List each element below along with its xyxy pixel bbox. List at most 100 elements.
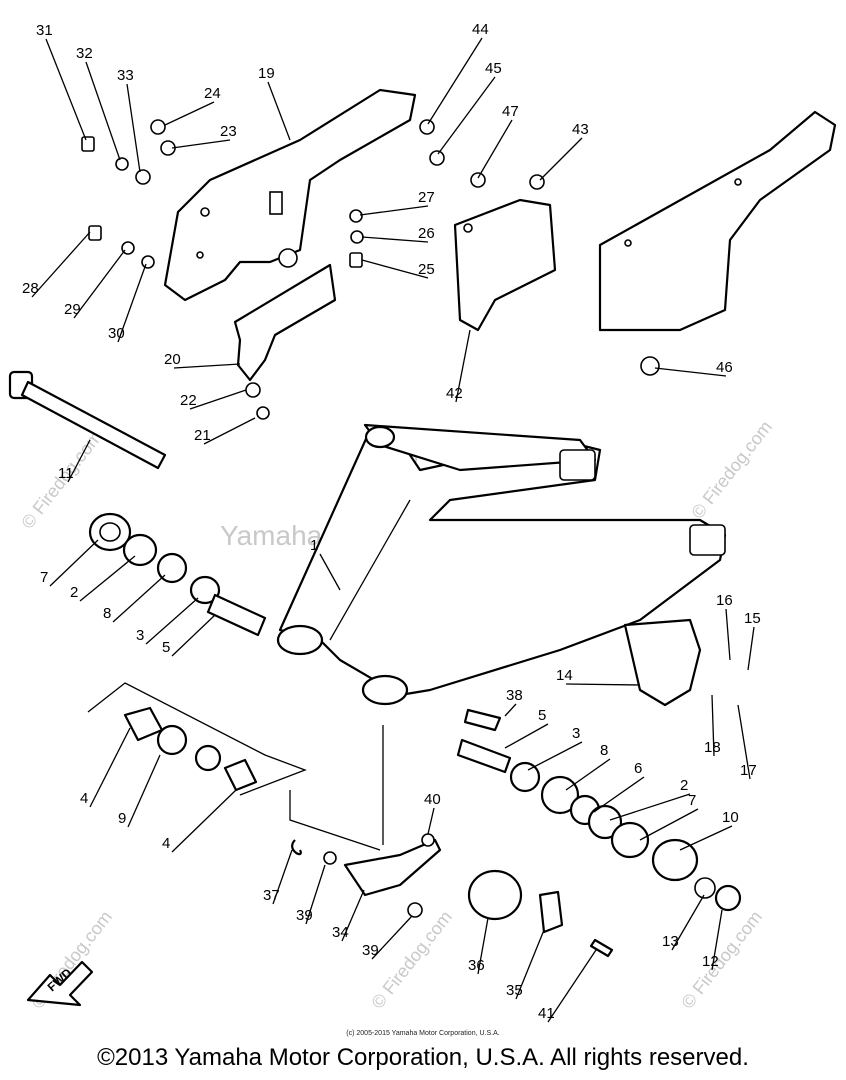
callout-25: 25 [418,261,435,278]
pivot-shaft-11 [8,370,167,470]
callouts: 3132332423194445474327262528293042462022… [22,21,761,1023]
callout-28: 28 [22,280,39,297]
callout-8: 8 [600,742,608,759]
callout-14: 14 [556,667,573,684]
callout-leader-21 [203,417,256,445]
callout-leader-35 [504,723,549,749]
callout-12: 12 [702,953,719,970]
callout-leader-34 [737,704,751,780]
callout-leader-3 [126,83,141,173]
callout-leader-32 [504,703,517,717]
callout-36: 36 [468,957,485,974]
callout-5: 5 [162,639,170,656]
callout-leader-29 [725,608,731,661]
callout-38: 38 [506,687,523,704]
bracket-plate-20 [233,263,337,382]
callout-leader-33 [711,694,715,757]
watermark-bottom-right: © Firedog.com [677,907,766,1013]
callout-37: 37 [263,887,280,904]
callout-18: 18 [704,739,721,756]
callout-26: 26 [418,225,435,242]
callout-leader-20 [189,389,247,410]
callout-leader-9 [477,119,513,179]
callout-13: 13 [662,933,679,950]
callout-34: 34 [332,924,349,941]
callout-leader-22 [67,439,91,483]
collars-4-9 [87,682,307,796]
callout-16: 16 [716,592,733,609]
callout-leader-8 [437,76,496,155]
callout-leader-42 [89,727,131,808]
callout-leader-50 [477,917,489,975]
callout-leader-18 [654,367,727,377]
footer-small-copyright: (c) 2005-2015 Yamaha Motor Corporation, … [346,1030,500,1037]
callout-leader-5 [171,139,231,149]
callout-35: 35 [506,982,523,999]
callout-7: 7 [688,792,696,809]
callout-leader-13 [361,259,429,279]
callout-11: 11 [58,465,74,482]
callout-24: 24 [204,85,221,102]
callout-leader-2 [85,61,121,161]
callout-leader-46 [272,849,293,905]
callout-leader-27 [145,597,199,645]
callout-leader-45 [427,807,435,835]
callout-3: 3 [572,725,580,742]
callout-42: 42 [446,385,463,402]
callout-19: 19 [258,65,275,82]
callout-leader-12 [361,236,429,243]
bracket-14 [623,618,702,707]
callout-leader-30 [747,626,755,671]
callout-leader-49 [371,915,413,960]
callout-leader-53 [671,894,705,951]
callout-leader-41 [679,825,733,851]
callout-leader-54 [711,909,723,971]
callout-33: 33 [117,67,134,84]
callout-21: 21 [194,427,211,444]
callout-leader-26 [112,574,166,623]
callout-leader-1 [45,38,87,141]
callout-45: 45 [485,60,502,77]
watermark-bottom-mid: © Firedog.com [367,907,456,1013]
callout-2: 2 [70,584,78,601]
side-cover-panel [598,110,837,332]
callout-leader-40 [639,808,699,841]
callout-44: 44 [472,21,489,38]
callout-47: 47 [502,103,519,120]
callout-32: 32 [76,45,93,62]
callout-leader-37 [565,758,611,791]
callout-5: 5 [538,707,546,724]
callout-leader-36 [527,741,583,771]
callout-22: 22 [180,392,197,409]
callout-leader-44 [171,789,237,853]
callout-4: 4 [80,790,88,807]
callout-leader-48 [341,889,365,942]
footer-copyright: ©2013 Yamaha Motor Corporation, U.S.A. A… [97,1044,749,1071]
callout-15: 15 [744,610,761,627]
watermark-right: © Firedog.com [687,417,776,523]
callout-leader-11 [359,205,429,216]
callout-leader-43 [127,754,161,828]
callout-2: 2 [680,777,688,794]
callout-leader-10 [539,137,583,181]
callout-3: 3 [136,627,144,644]
callout-1: 1 [310,537,318,554]
callout-leader-31 [565,683,641,686]
callout-27: 27 [418,189,435,206]
callout-leader-52 [547,949,597,1023]
callout-43: 43 [572,121,589,138]
lower-linkage [289,725,614,958]
callout-leader-14 [31,231,91,298]
callout-39: 39 [362,942,379,959]
callout-leader-7 [427,37,483,125]
callout-9: 9 [118,810,126,827]
callout-leader-51 [515,929,545,1000]
callout-29: 29 [64,301,81,318]
callout-leader-15 [73,249,126,319]
callout-7: 7 [40,569,48,586]
callout-20: 20 [164,351,181,368]
callout-17: 17 [740,762,757,779]
callout-leader-28 [171,614,216,657]
callout-41: 41 [538,1005,555,1022]
